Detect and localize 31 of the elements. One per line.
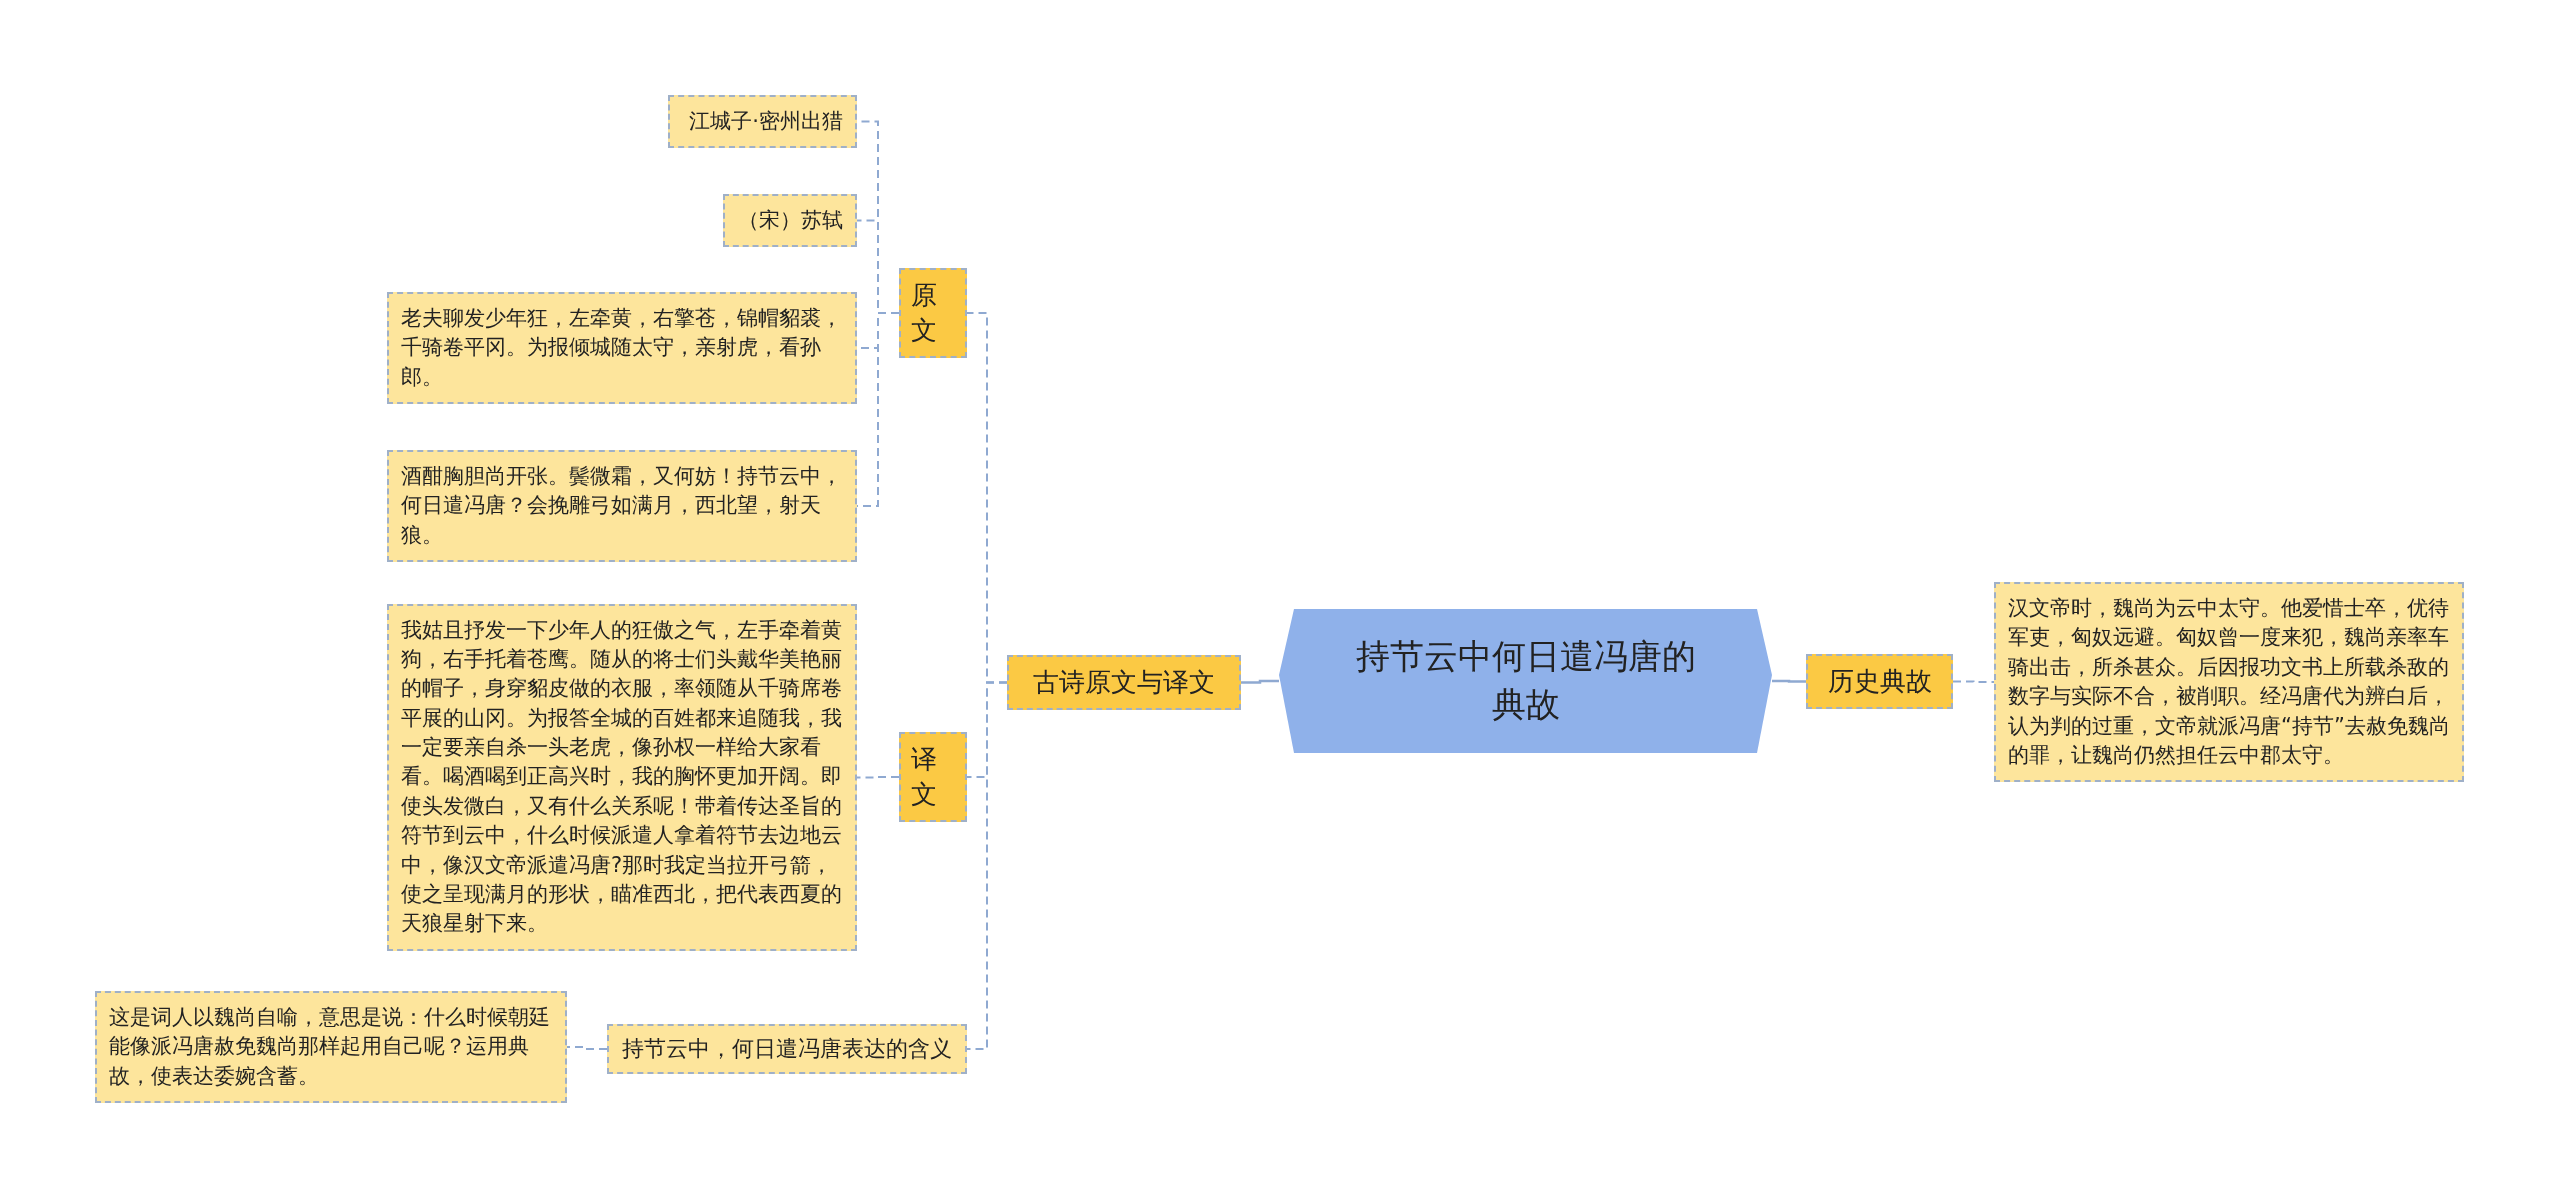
- connector-line: [856, 776, 900, 779]
- text-box: [387, 450, 857, 563]
- body-text: 江城子·密州出猎: [689, 107, 843, 135]
- text-box: [1994, 582, 2464, 783]
- connector-line: [966, 681, 1008, 1050]
- body-text: （宋）苏轼: [738, 206, 843, 234]
- node-label: 古诗原文与译文: [1033, 665, 1215, 699]
- node-label: 历史典故: [1827, 664, 1932, 698]
- body-text: 汉文帝时，魏尚为云中太守。他爱惜士卒，优待军吏，匈奴远避。匈奴曾一度来犯，魏尚亲率车骑出击，所杀甚众。后因报功文书上所载杀敌的数字与实际不合，被削职。经冯唐代为辨白后，认为判的过重，文帝就派冯唐“持节”去赦免魏尚的罪，让魏尚仍然担任云中郡太守。: [2008, 595, 2450, 769]
- body-text: 酒酣胸胆尚开张。鬓微霜，又何妨！持节云中，何日遣冯唐？会挽雕弓如满月，西北望，射天狼。: [401, 463, 843, 549]
- text-box: [668, 94, 857, 148]
- connector-line: [1241, 679, 1279, 684]
- text-box: [387, 292, 857, 405]
- text-box: [723, 193, 857, 247]
- text-box: [95, 991, 567, 1104]
- connector-line: [1952, 680, 1995, 683]
- connector-line: [566, 1046, 608, 1050]
- branch-box: [899, 732, 967, 822]
- branch-box: [1806, 653, 1953, 709]
- node-label: 原文: [911, 279, 938, 347]
- node-label: 持节云中，何日遣冯唐表达的含义: [622, 1035, 952, 1063]
- branch-box: [1007, 654, 1241, 710]
- body-text: 这是词人以魏尚自喻，意思是说：什么时候朝廷能像派冯唐赦免魏尚那样起用自己呢？运用典故，使表达委婉含蓄。: [109, 1004, 551, 1090]
- branch-box: [899, 268, 967, 358]
- branch-box: [607, 1024, 967, 1074]
- node-label: 译文: [911, 743, 938, 811]
- body-text: 我姑且抒发一下少年人的狂傲之气，左手牵着黄狗，右手托着苍鹰。随从的将士们头戴华美艳丽的帽子，身穿貂皮做的衣服，率领随从千骑席卷平展的山冈。为报答全城的百姓都来追随我，我一定要亲自杀一头老虎，像孙权一样给大家看看。喝酒喝到正高兴时，我的胸怀更加开阔。即使头发微白，又有什么关系呢！带着传达圣旨的符节到云中，什么时候派遣人拿着符节去边地云中，像汉文帝派遣冯唐?那时我定当拉开弓箭，使之呈现满月的形状，瞄准西北，把代表西夏的天狼星射下来。: [401, 616, 843, 938]
- body-text: 老夫聊发少年狂，左牵黄，右擎苍，锦帽貂裘，千骑卷平冈。为报倾城随太守，亲射虎，看孙郎。: [401, 305, 843, 391]
- topic-hexagon: [1279, 609, 1772, 753]
- node-label: 持节云中何日遣冯唐的典故: [1354, 635, 1697, 726]
- connector-line: [1772, 679, 1806, 683]
